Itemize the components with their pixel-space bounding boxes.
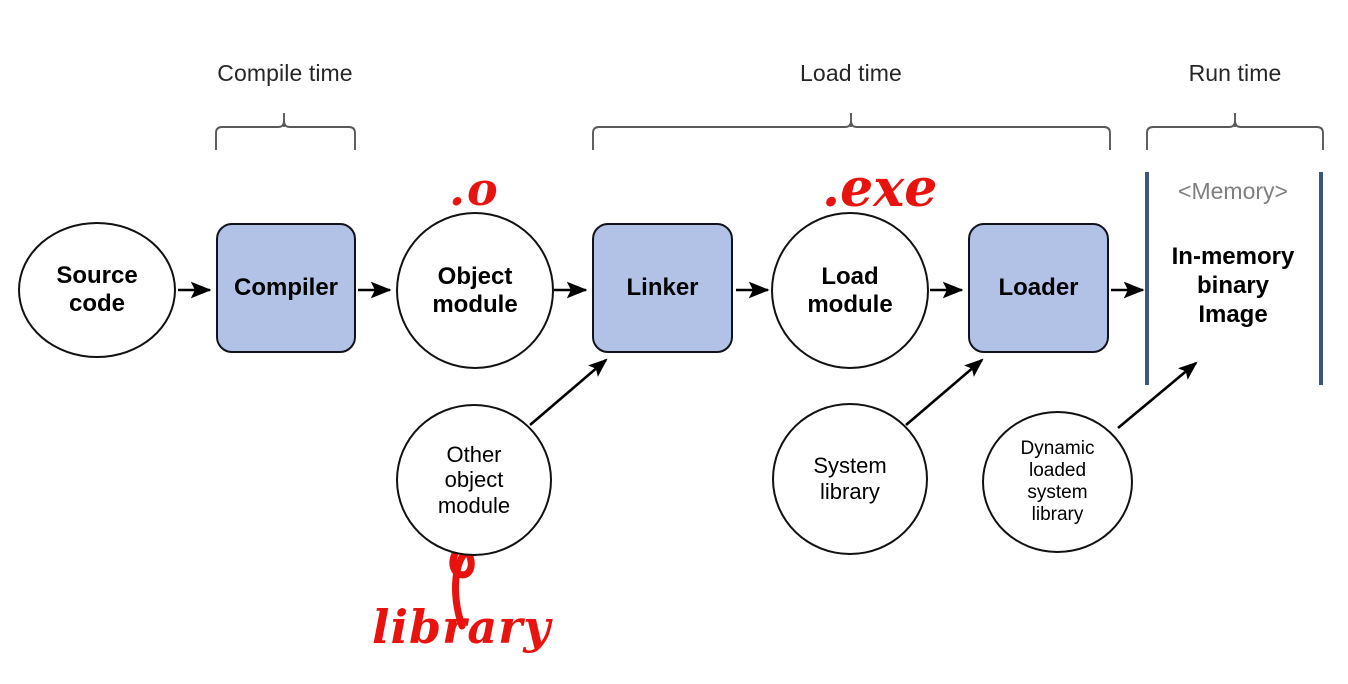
memory-boundary-right [1319, 172, 1323, 385]
memory-caption: <Memory> [1178, 178, 1288, 204]
node-source-code-label: Source code [56, 262, 138, 317]
edge-otherobject-to-linker [529, 358, 608, 426]
phase-brace-run [1146, 113, 1324, 150]
node-compiler-label: Compiler [233, 274, 338, 302]
node-other-object-module-label: Other object module [437, 441, 511, 518]
node-load-module[interactable]: Load module [771, 212, 929, 369]
edge-systemlibrary-to-loader [905, 358, 984, 426]
phase-label-load-time: Load time [800, 60, 902, 86]
node-dynamic-loaded-system-library[interactable]: Dynamic loaded system library [982, 411, 1133, 553]
node-load-module-label: Load module [807, 262, 893, 318]
memory-boundary-left [1145, 172, 1149, 385]
phase-label-compile-time: Compile time [217, 60, 353, 86]
node-other-object-module[interactable]: Other object module [396, 404, 552, 556]
node-loader-label: Loader [998, 274, 1079, 302]
node-compiler[interactable]: Compiler [216, 223, 356, 353]
node-linker[interactable]: Linker [592, 223, 733, 353]
node-object-module-label: Object module [432, 262, 518, 318]
phase-brace-load [592, 113, 1111, 150]
memory-title: In-memory binary Image [1171, 243, 1295, 328]
phase-label-run-time: Run time [1188, 60, 1282, 86]
node-system-library-label: System library [813, 453, 887, 504]
node-object-module[interactable]: Object module [396, 212, 554, 369]
node-system-library[interactable]: System library [772, 403, 928, 555]
phase-brace-compile [215, 113, 356, 150]
node-source-code[interactable]: Source code [18, 222, 176, 358]
ink-pointer-library [449, 543, 475, 630]
node-loader[interactable]: Loader [968, 223, 1109, 353]
node-dynamic-loaded-system-library-label: Dynamic loaded system library [1020, 437, 1095, 526]
node-linker-label: Linker [626, 274, 699, 302]
edge-dynamiclibrary-to-memory [1117, 361, 1198, 429]
